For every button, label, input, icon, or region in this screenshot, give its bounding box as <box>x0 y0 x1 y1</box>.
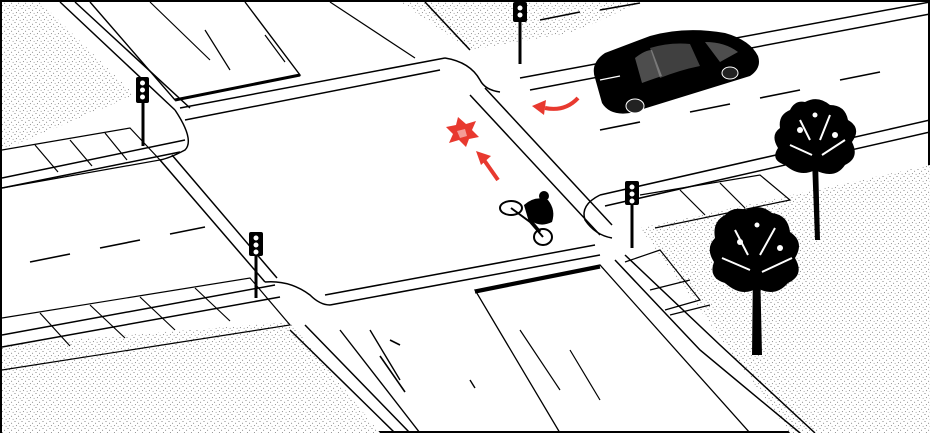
intersection-illustration <box>0 0 930 433</box>
